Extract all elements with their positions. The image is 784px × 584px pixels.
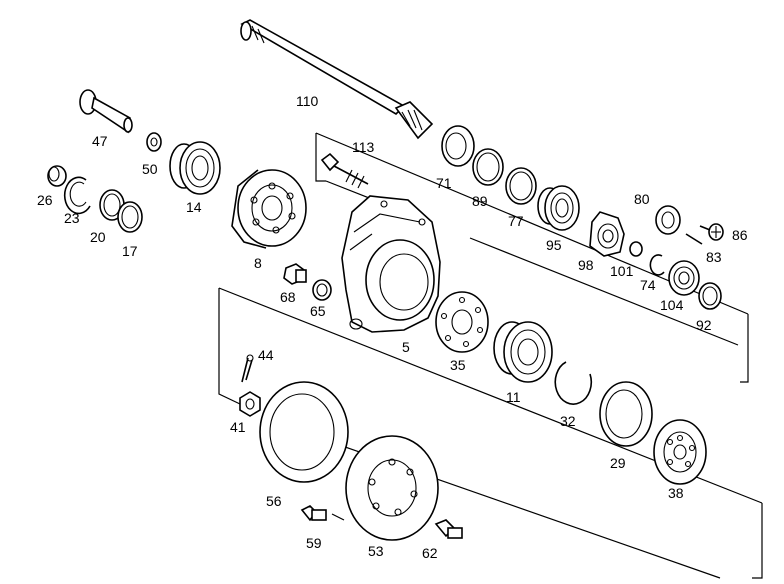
label-83: 83 (706, 249, 722, 265)
label-32: 32 (560, 413, 576, 429)
label-5: 5 (402, 339, 410, 355)
part-8-drum (231, 169, 307, 249)
part-101-bushing (629, 241, 643, 257)
part-89-ring (472, 148, 504, 186)
label-50: 50 (142, 161, 158, 177)
part-35-disc (435, 291, 489, 353)
label-56: 56 (266, 493, 282, 509)
label-77: 77 (508, 213, 524, 229)
label-95: 95 (546, 237, 562, 253)
part-74-circlip (649, 254, 665, 276)
label-14: 14 (186, 199, 202, 215)
part-17-ring (117, 201, 143, 233)
part-11-bearing (493, 321, 553, 383)
part-26-cap (47, 165, 67, 187)
part-32-snap-ring (554, 361, 593, 405)
label-11: 11 (506, 389, 521, 405)
guide-lines (218, 132, 763, 579)
label-53: 53 (368, 543, 384, 559)
part-95-bearing (537, 185, 580, 231)
label-65: 65 (310, 303, 326, 319)
label-62: 62 (422, 545, 438, 561)
part-50-washer (146, 132, 162, 152)
part-53-flange (345, 435, 439, 541)
label-71: 71 (436, 175, 452, 191)
part-62-bolt (434, 519, 463, 539)
label-35: 35 (450, 357, 466, 373)
part-104-bearing (668, 260, 700, 296)
part-92-ring (698, 282, 722, 310)
part-38-hub (653, 419, 707, 485)
part-29-seal (599, 381, 653, 447)
part-86-screw (699, 223, 724, 241)
label-74: 74 (640, 277, 656, 293)
part-113-bolt (320, 152, 369, 189)
label-101: 101 (610, 263, 634, 279)
label-8: 8 (254, 255, 262, 271)
part-23-circlip (63, 176, 91, 215)
label-41: 41 (230, 419, 246, 435)
part-5-housing (341, 195, 441, 333)
label-86: 86 (732, 227, 748, 243)
label-59: 59 (306, 535, 322, 551)
label-113: 113 (352, 139, 375, 155)
part-labels: 110 113 47 50 26 23 20 17 14 8 68 65 5 7… (37, 93, 748, 561)
label-38: 38 (668, 485, 684, 501)
part-71-shaft-seal (441, 125, 475, 167)
part-98-gear (589, 211, 625, 257)
label-23: 23 (64, 210, 80, 226)
label-29: 29 (610, 455, 626, 471)
label-104: 104 (660, 297, 684, 313)
part-44-cotter-pin (241, 354, 254, 383)
part-41-nut (239, 391, 261, 417)
label-44: 44 (258, 347, 274, 363)
part-56-seal-ring (259, 381, 349, 483)
label-98: 98 (578, 257, 594, 273)
label-89: 89 (472, 193, 488, 209)
part-59-bolt (300, 505, 327, 522)
part-65-seal-ring (312, 279, 332, 301)
label-47: 47 (92, 133, 108, 149)
label-110: 110 (296, 93, 319, 109)
part-77-ring (505, 167, 537, 205)
part-80-bushing (655, 205, 681, 235)
part-110-shaft (240, 19, 434, 140)
label-26: 26 (37, 192, 53, 208)
part-68-plug (283, 263, 307, 285)
part-47-flange-bolt (79, 89, 133, 134)
label-80: 80 (634, 191, 650, 207)
part-83-pin (685, 233, 703, 245)
part-14-bearing (169, 141, 221, 195)
label-20: 20 (90, 229, 106, 245)
label-17: 17 (122, 243, 138, 259)
label-92: 92 (696, 317, 712, 333)
label-68: 68 (280, 289, 296, 305)
